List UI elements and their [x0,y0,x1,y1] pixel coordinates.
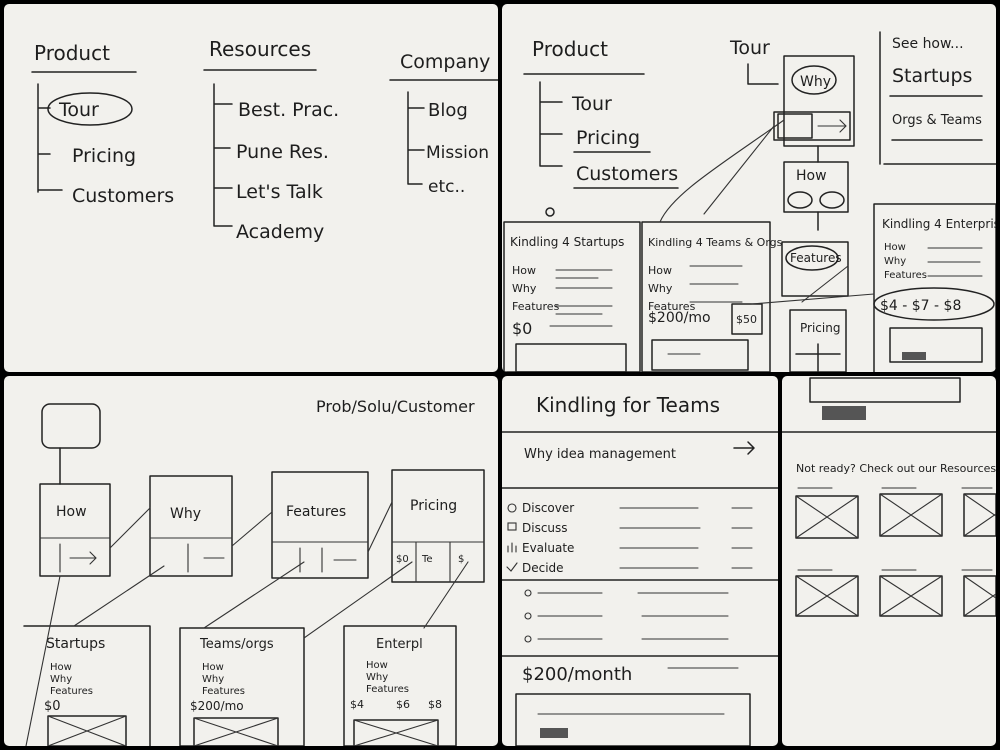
sitemap-resources-title: Resources [209,37,311,61]
segment-teams-row-why: Why [202,674,224,685]
sitemap-item-etc: etc.. [428,177,465,197]
feature-row-discover: Discover [507,501,753,515]
feature-row-evaluate: Evaluate [507,541,753,555]
resources-cta-button[interactable] [822,406,866,420]
resources-not-ready: Not ready? Check out our Resources [796,462,996,475]
segment-enterprise-tier-2: $6 [396,698,410,711]
feature-row-discuss: Discuss [507,521,753,535]
teams-page-price: $200/month [522,664,632,685]
sitemap-item-customers: Customers [72,185,174,207]
flow-price-50: $50 [736,313,757,326]
flow-startups-row-features: Features [512,300,560,313]
flow-how-label: How [796,168,827,184]
segment-startups-price: $0 [44,699,61,714]
storyboard-segment-enterprise: Enterpl How Why Features $4 $6 $8 [343,625,457,746]
flow-product-title: Product [532,37,608,61]
flow-startups-row-why: Why [512,282,537,295]
storyboard-segment-startups: Startups How Why Features $0 [23,625,151,746]
flow-enterprise-row-how: How [884,242,906,253]
flow-see-how: See how... [892,36,964,52]
step-how-label: How [56,504,87,520]
storyboard-segment-teams: Teams/orgs How Why Features $200/mo [179,627,305,746]
flow-orgs-teams: Orgs & Teams [892,113,982,128]
flow-tour-label: Tour [729,37,770,59]
pricing-cell-startups: $0 [396,554,409,565]
teams-page-why-link[interactable]: Why idea management [524,447,676,462]
sitemap-company-title: Company [400,51,490,73]
segment-teams-price: $200/mo [190,699,244,713]
flow-teams-price: $200/mo [648,310,711,326]
segment-enterprise-tier-1: $4 [350,698,364,711]
sketch-sheet-teams-page: Kindling for Teams Why idea management D… [502,376,778,746]
segment-enterprise-title: Enterpl [376,637,423,652]
sketch-sheet-storyboard: Prob/Solu/Customer How Why Features Pric… [4,376,498,746]
step-why-label: Why [170,506,201,522]
sitemap-item-tour: Tour [58,99,99,121]
segment-enterprise-row-how: How [366,660,388,671]
storyboard-step-why: Why [149,475,233,577]
flow-startups-price: $0 [512,319,532,338]
feature-decide-label: Decide [522,561,564,575]
flow-startups: Startups [892,65,972,87]
segment-teams-row-how: How [202,662,224,673]
segment-enterprise-row-why: Why [366,672,388,683]
flow-kindling-startups: Kindling 4 Startups [510,235,624,249]
sitemap-item-academy: Academy [236,221,324,243]
flow-item-tour: Tour [571,93,612,115]
flow-item-customers: Customers [576,163,678,185]
flow-startups-row-how: How [512,264,536,277]
sketch-sheet-sitemap: Product Tour Pricing Customers Resources… [4,4,498,372]
flow-teams-row-features: Features [648,300,696,313]
segment-teams-row-features: Features [202,686,245,697]
sketch-sheet-flow: Product Tour Pricing Customers Tour Why … [502,4,996,372]
feature-evaluate-label: Evaluate [522,541,574,555]
teams-page-cta-button[interactable] [540,728,568,738]
flow-features-label: Features [790,251,842,265]
step-features-label: Features [286,504,346,520]
sitemap-item-blog: Blog [428,100,468,121]
flow-pricing-label: Pricing [800,321,840,335]
storyboard-step-pricing: Pricing $0 Te $ [391,469,485,583]
step-pricing-label: Pricing [410,498,457,514]
segment-teams-title: Teams/orgs [199,637,274,652]
feature-discover-label: Discover [522,501,574,515]
storyboard-header: Prob/Solu/Customer [316,397,475,416]
sketch-sheet-resources: Not ready? Check out our Resources [782,376,996,746]
customer-quotes-grid [524,589,729,643]
segment-startups-row-how: How [50,662,72,673]
flow-kindling-teams: Kindling 4 Teams & Orgs [648,236,783,249]
sitemap-item-mission: Mission [426,143,489,163]
storyboard-step-how: How [39,483,111,577]
teams-page-title: Kindling for Teams [536,393,720,417]
flow-enterprise-row-why: Why [884,256,906,267]
resource-thumbnail-grid [795,487,996,617]
segment-startups-row-why: Why [50,674,72,685]
flow-item-pricing: Pricing [576,127,640,149]
flow-price-tiers: $4 - $7 - $8 [880,298,961,314]
feature-discuss-label: Discuss [522,521,568,535]
storyboard-step-features: Features [271,471,369,579]
segment-enterprise-row-features: Features [366,684,409,695]
sitemap-item-lets-talk: Let's Talk [236,181,323,203]
flow-why-label: Why [800,74,831,90]
sitemap-product-title: Product [34,41,110,65]
flow-teams-row-why: Why [648,282,673,295]
sitemap-item-pricing: Pricing [72,145,136,167]
flow-teams-row-how: How [648,264,672,277]
segment-startups-row-features: Features [50,686,93,697]
flow-enterprise-row-features: Features [884,270,927,281]
feature-row-decide: Decide [506,561,753,575]
sitemap-item-best-practices: Best. Prac. [238,99,339,121]
pricing-cell-enterprise: $ [458,554,464,565]
segment-startups-title: Startups [46,636,105,652]
pricing-cell-teams: Te [421,554,433,565]
sitemap-item-pune-res: Pune Res. [236,141,329,163]
flow-kindling-enterprise: Kindling 4 Enterprise [882,217,996,231]
segment-enterprise-tier-3: $8 [428,698,442,711]
